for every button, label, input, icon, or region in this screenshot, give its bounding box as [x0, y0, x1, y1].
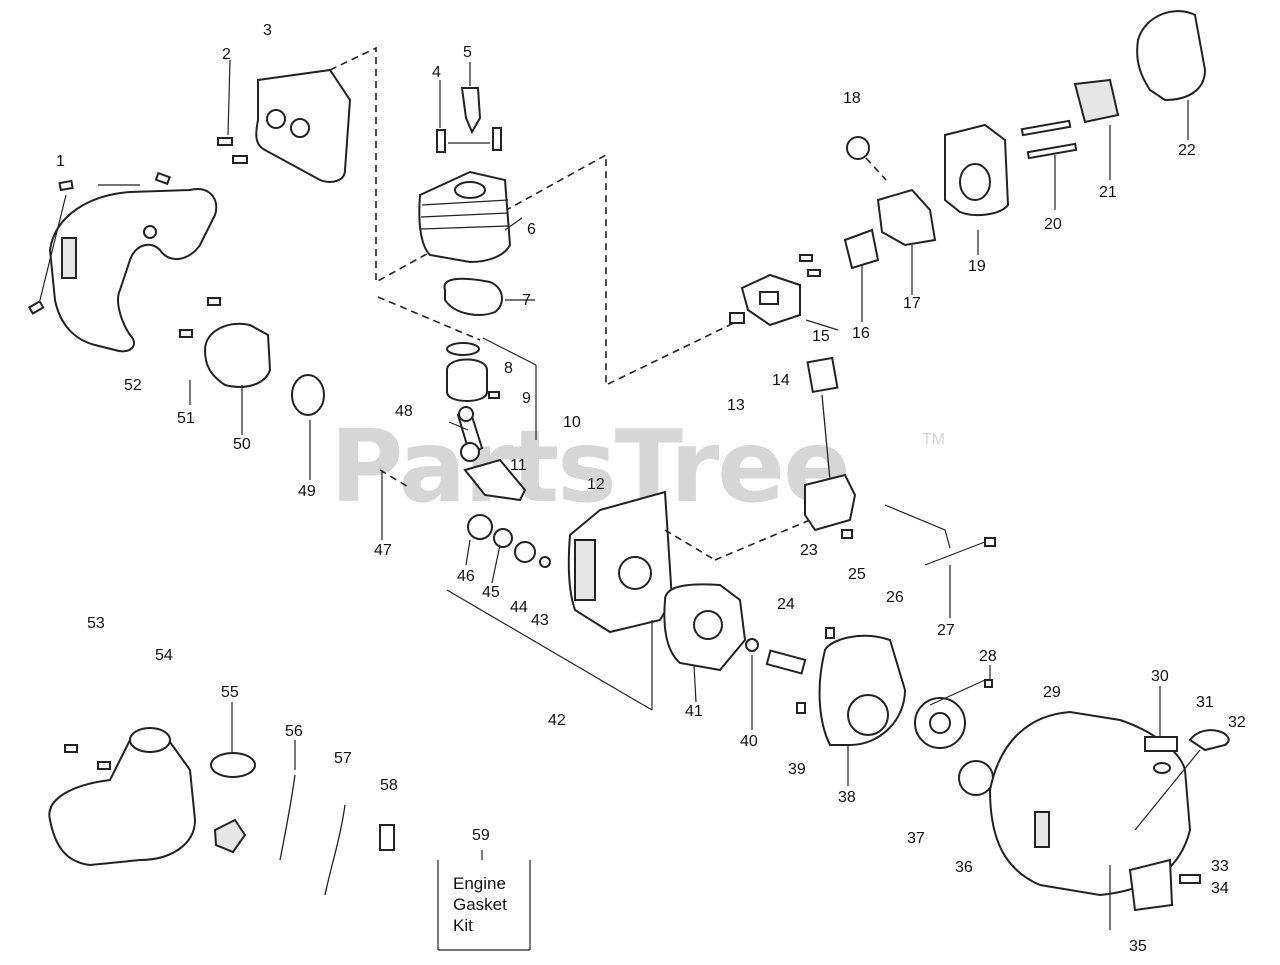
callout-18: 18: [843, 90, 861, 107]
callout-22: 22: [1178, 142, 1196, 159]
engine-gasket-kit-label: Engine Gasket Kit: [453, 873, 507, 936]
callout-49: 49: [298, 483, 316, 500]
callout-35: 35: [1129, 938, 1147, 955]
callout-13: 13: [727, 397, 745, 414]
callout-56: 56: [285, 723, 303, 740]
callout-58: 58: [380, 777, 398, 794]
callout-46: 46: [457, 568, 475, 585]
callout-43: 43: [531, 612, 549, 629]
callout-1: 1: [56, 153, 65, 170]
kit-line-2: Gasket: [453, 895, 507, 914]
callout-50: 50: [233, 436, 251, 453]
part-52-shroud: [48, 188, 218, 353]
callout-48: 48: [395, 403, 413, 420]
callout-25: 25: [848, 566, 866, 583]
callout-38: 38: [838, 789, 856, 806]
kit-line-3: Kit: [453, 916, 473, 935]
callout-54: 54: [155, 647, 173, 664]
callout-32: 32: [1228, 714, 1246, 731]
callout-9: 9: [522, 390, 531, 407]
callout-36: 36: [955, 859, 973, 876]
callout-7: 7: [522, 292, 531, 309]
callout-39: 39: [788, 761, 806, 778]
callout-47: 47: [374, 542, 392, 559]
callout-11: 11: [510, 457, 527, 474]
callout-45: 45: [482, 584, 500, 601]
callout-20: 20: [1044, 216, 1062, 233]
callout-27: 27: [937, 622, 955, 639]
callout-44: 44: [510, 599, 528, 616]
callout-51: 51: [177, 410, 195, 427]
watermark: PartsTree: [330, 408, 851, 525]
callout-59: 59: [472, 827, 490, 844]
callout-15: 15: [812, 328, 830, 345]
watermark-trademark: TM: [922, 431, 946, 448]
callout-6: 6: [527, 221, 536, 238]
callout-10: 10: [563, 414, 581, 431]
callout-24: 24: [777, 596, 795, 613]
callout-34: 34: [1211, 880, 1229, 897]
callout-3: 3: [263, 22, 272, 39]
callout-5: 5: [463, 44, 472, 61]
callout-29: 29: [1043, 684, 1061, 701]
callout-4: 4: [432, 64, 441, 81]
callout-19: 19: [968, 258, 986, 275]
callout-55: 55: [221, 684, 239, 701]
callout-37: 37: [907, 830, 925, 847]
callout-23: 23: [800, 542, 818, 559]
callout-40: 40: [740, 733, 758, 750]
callout-41: 41: [685, 703, 703, 720]
callout-16: 16: [852, 325, 870, 342]
callout-26: 26: [886, 589, 904, 606]
callout-33: 33: [1211, 858, 1229, 875]
callout-42: 42: [548, 712, 566, 729]
callout-53: 53: [87, 615, 105, 632]
callout-31: 31: [1196, 694, 1214, 711]
callout-2: 2: [222, 46, 231, 63]
kit-line-1: Engine: [453, 874, 506, 893]
callout-8: 8: [504, 360, 513, 377]
callout-57: 57: [334, 750, 352, 767]
callout-21: 21: [1099, 184, 1117, 201]
callout-12: 12: [587, 476, 605, 493]
callout-30: 30: [1151, 668, 1169, 685]
callout-28: 28: [979, 648, 997, 665]
callout-52: 52: [124, 377, 142, 394]
callout-17: 17: [903, 295, 921, 312]
callout-14: 14: [772, 372, 790, 389]
